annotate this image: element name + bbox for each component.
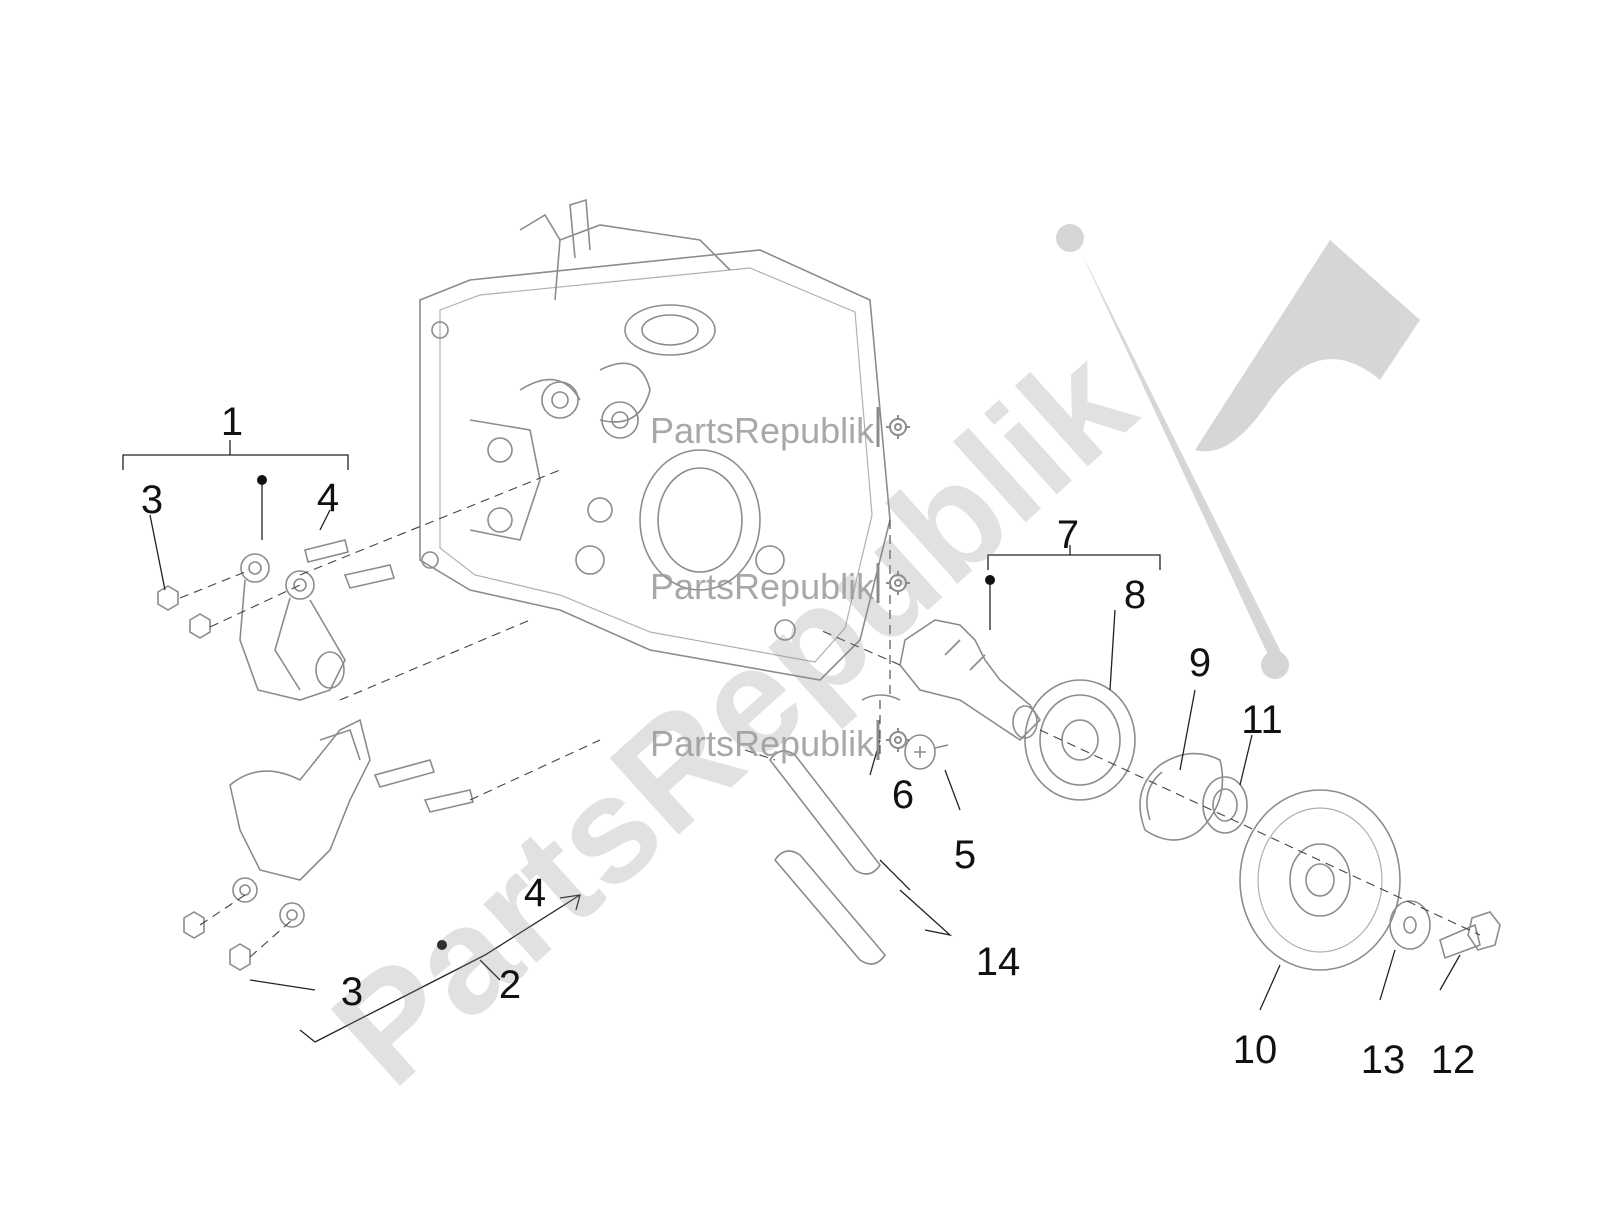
- watermark-text-1: PartsRepublik: [650, 410, 875, 451]
- washer: [1389, 900, 1431, 950]
- callout-2: 2: [498, 963, 522, 1007]
- watermark-flag-logo: [1056, 224, 1420, 679]
- watermark-text-2: PartsRepublik: [650, 566, 875, 607]
- callout-12: 12: [1430, 1038, 1476, 1082]
- nut-lower-b: [229, 943, 251, 971]
- callout-13: 13: [1360, 1038, 1406, 1082]
- watermark-gear-badge-1: [876, 407, 910, 447]
- callout-6: 6: [891, 773, 915, 817]
- seal-ring: [1202, 776, 1248, 834]
- callout-14: 14: [975, 940, 1021, 984]
- circlip: [1139, 752, 1224, 841]
- dowel-pins: [769, 750, 887, 965]
- watermark-text-3: PartsRepublik: [650, 723, 875, 764]
- callout-4-upper: 4: [316, 476, 340, 520]
- rocker-arm-lower: [229, 718, 474, 928]
- leader-lines: [122, 440, 1461, 1043]
- bolt: [1439, 911, 1501, 960]
- callout-7: 7: [1056, 513, 1080, 557]
- nut-upper-b: [189, 613, 211, 639]
- watermark-gear-badge-3: [876, 720, 910, 760]
- cylinder-head: [419, 198, 891, 681]
- callout-1: 1: [220, 400, 244, 444]
- pin-ring: [861, 694, 901, 701]
- bearing: [1024, 679, 1136, 801]
- callout-3-lower: 3: [340, 970, 364, 1014]
- callout-5: 5: [953, 833, 977, 877]
- watermark-gear-icon: [1202, 227, 1278, 303]
- watermark-gear-badge-2: [876, 563, 910, 603]
- callout-10: 10: [1232, 1028, 1278, 1072]
- callout-9: 9: [1188, 641, 1212, 685]
- sprocket: [1239, 789, 1401, 971]
- nut-lower-a: [183, 911, 205, 939]
- nut-upper-a: [157, 585, 179, 611]
- callout-3-upper: 3: [140, 478, 164, 522]
- callout-11: 11: [1241, 698, 1283, 742]
- camshaft: [899, 619, 1042, 742]
- screw: [904, 734, 949, 770]
- callout-8: 8: [1123, 573, 1147, 617]
- dashed-assembly-lines: [179, 469, 1481, 958]
- rocker-arm-upper: [239, 539, 396, 701]
- callout-4-lower: 4: [523, 871, 547, 915]
